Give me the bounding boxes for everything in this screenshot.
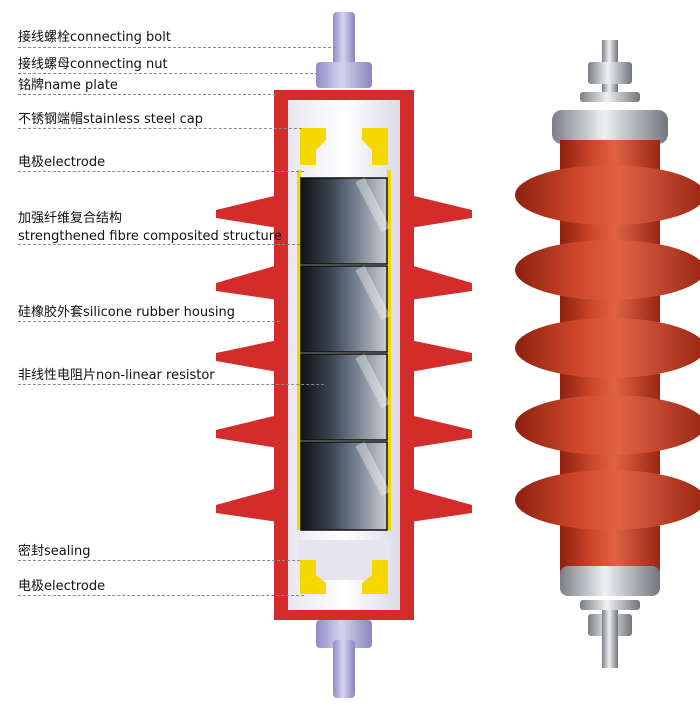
leader-connecting-nut	[18, 73, 318, 74]
leader-sealing	[18, 560, 300, 561]
label-fibre-line1: 加强纤维复合结构	[18, 211, 123, 226]
photo-sheds	[515, 165, 700, 530]
top-connecting-bolt	[333, 12, 355, 72]
label-stainless-steel-cap: 不锈钢端帽stainless steel cap	[18, 112, 203, 127]
leader-silicone-rubber-housing	[18, 321, 280, 322]
photo-top-nut	[588, 62, 632, 84]
label-sealing: 密封sealing	[18, 544, 91, 559]
label-connecting-bolt: 接线螺栓connecting bolt	[18, 30, 171, 45]
leader-electrode-top	[18, 171, 304, 172]
bottom-connecting-bolt	[333, 640, 355, 698]
leader-electrode-bottom	[18, 595, 304, 596]
leader-non-linear-resistor	[18, 384, 324, 385]
bottom-connecting-nut	[316, 620, 372, 648]
bottom-electrode	[298, 540, 390, 594]
label-silicone-rubber-housing: 硅橡胶外套silicone rubber housing	[18, 305, 235, 320]
silicone-sheds	[216, 195, 472, 522]
non-linear-resistor-stack	[300, 177, 391, 531]
photo-bottom-cap	[560, 566, 660, 596]
label-name-plate: 铭牌name plate	[18, 78, 118, 93]
leader-fibre-structure	[18, 244, 300, 245]
label-connecting-nut: 接线螺母connecting nut	[18, 57, 168, 72]
top-connecting-nut	[316, 62, 372, 88]
leader-stainless-steel-cap	[18, 128, 302, 129]
leader-connecting-bolt	[18, 47, 336, 48]
fibre-structure-left	[297, 170, 301, 530]
label-fibre-line2: strengthened fibre composited structure	[18, 229, 282, 244]
photo-top-washer	[580, 92, 640, 102]
top-stainless-steel-cap	[300, 128, 388, 165]
label-electrode-top: 电极electrode	[18, 155, 106, 170]
photo-top-cap	[552, 110, 668, 144]
photo-bottom-washer	[580, 600, 640, 610]
leader-name-plate	[18, 94, 276, 95]
label-electrode-bottom: 电极electrode	[18, 579, 106, 594]
label-non-linear-resistor: 非线性电阻片non-linear resistor	[18, 368, 215, 383]
fibre-structure-right	[387, 170, 391, 530]
photo-bottom-stud	[602, 610, 618, 668]
